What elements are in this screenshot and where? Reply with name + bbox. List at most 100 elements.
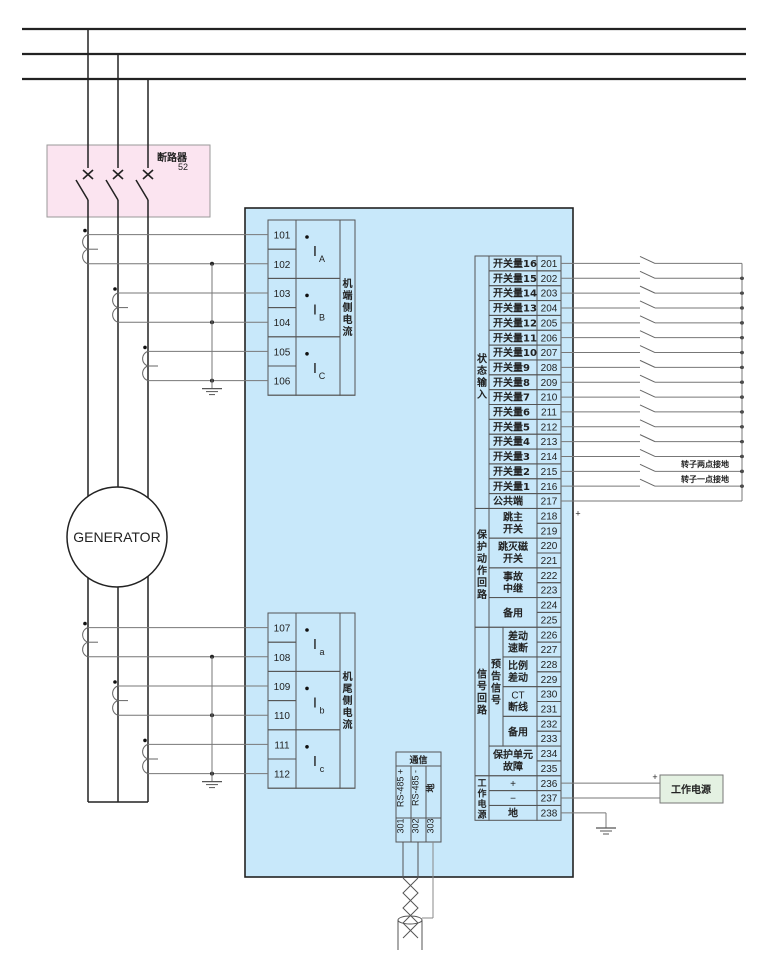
- terminal-number: 233: [541, 734, 558, 745]
- terminal-number: 219: [541, 526, 558, 537]
- phase-current-subscript: b: [319, 705, 324, 715]
- polarity-dot-icon: [83, 228, 87, 233]
- switch-contact-icon: [639, 270, 656, 279]
- polarity-dot-icon: [305, 352, 309, 356]
- switch-contact-icon: [639, 300, 656, 309]
- protection-title-char: 保: [476, 528, 488, 541]
- polarity-dot-icon: [305, 235, 309, 239]
- plus-mark: +: [575, 508, 580, 518]
- phase-current-symbol: I: [313, 636, 317, 653]
- protection-title-char: 动: [477, 552, 487, 565]
- terminal-number: 235: [541, 764, 558, 775]
- status-input-title-char: 输: [477, 376, 488, 389]
- terminal-number: 102: [274, 260, 291, 271]
- polarity-dot-icon: [305, 745, 309, 749]
- switch-contact-icon: [639, 285, 656, 294]
- phase-current-symbol: I: [313, 360, 317, 377]
- terminal-number: 101: [274, 231, 291, 242]
- neutral-end-ct-block-title-char: 电: [343, 706, 353, 719]
- switch-contact-icon: [639, 359, 656, 368]
- terminal-number: 223: [541, 586, 558, 597]
- phase-current-symbol: I: [313, 753, 317, 770]
- terminal-number: 227: [541, 645, 558, 656]
- bus-bars: [22, 27, 746, 81]
- signal-subtitle-char: 号: [491, 694, 501, 706]
- terminal-number: 217: [541, 497, 558, 508]
- polarity-dot-icon: [305, 293, 309, 298]
- ground-icon: [202, 388, 222, 396]
- power-supply-label: 工作电源: [671, 783, 711, 796]
- plus-mark: +: [652, 772, 657, 782]
- neutral-end-ct-block-title-char: 尾: [343, 683, 353, 695]
- terminal-number: 109: [274, 682, 291, 693]
- ct-coil-arc: [112, 292, 119, 323]
- terminal-number: 105: [274, 347, 291, 358]
- terminal-number: 234: [541, 749, 558, 760]
- status-input-label: 开关量14: [493, 287, 537, 300]
- terminal-number: 303: [426, 818, 436, 833]
- status-input-title-char: 入: [477, 389, 487, 401]
- polarity-dot-icon: [83, 621, 87, 626]
- switch-contact-icon: [639, 315, 656, 324]
- terminal-number: 209: [541, 378, 558, 389]
- protection-title-char: 作: [477, 564, 487, 577]
- status-input-label: 开关量4: [493, 435, 530, 448]
- status-input-title-char: 态: [477, 364, 487, 377]
- terminal-number: 231: [541, 705, 558, 716]
- status-input-label: 开关量2: [493, 465, 530, 478]
- switch-contact-icon: [639, 478, 656, 487]
- ct-coil-arc: [82, 627, 89, 658]
- terminal-number: 230: [541, 690, 558, 701]
- terminal-number: 213: [541, 437, 558, 448]
- signal-group-label: 断线: [508, 701, 528, 714]
- terminal-number: 214: [541, 452, 558, 463]
- switch-contact-icon: [639, 449, 656, 457]
- neutral-end-ct-block-title-char: 机: [343, 670, 353, 683]
- breaker-box: [46, 144, 211, 218]
- terminal-number: 220: [541, 541, 558, 552]
- protection-group-label: 事故: [503, 570, 524, 583]
- ct-coil-icon: [82, 228, 98, 265]
- terminal-number: 206: [541, 333, 558, 344]
- terminal-number: 207: [541, 348, 558, 359]
- terminal-number: 112: [274, 770, 290, 781]
- terminal-number: 211: [541, 408, 557, 419]
- terminal-number: 212: [541, 422, 558, 433]
- signal-group-label: CT: [511, 691, 524, 702]
- status-input-title-char: 状: [477, 352, 488, 365]
- switch-contact-icon: [639, 345, 656, 353]
- ct-coil-icon: [112, 287, 128, 323]
- signal-subtitle-char: 信: [491, 681, 501, 694]
- power-label: +: [510, 779, 516, 790]
- terminal-number: 237: [541, 794, 558, 805]
- protection-group-label: 跳灭磁: [498, 540, 528, 553]
- status-input-label: 开关量9: [493, 361, 530, 374]
- neutral-end-ct-block-title-cell: [339, 612, 356, 789]
- terminal-number: 238: [541, 808, 558, 819]
- terminal-number: 110: [274, 711, 290, 722]
- terminal-number: 232: [541, 719, 558, 730]
- terminal-number: 111: [274, 740, 290, 751]
- ct-coil-icon: [142, 738, 158, 775]
- ground-icon: [596, 827, 616, 835]
- status-input-label: 开关量1: [493, 480, 530, 493]
- terminal-number: 103: [274, 289, 291, 300]
- machine-end-ct-block-title-char: 电: [343, 313, 353, 326]
- polarity-dot-icon: [113, 680, 117, 684]
- power-label: −: [510, 794, 516, 805]
- status-input-label: 开关量16: [493, 257, 537, 270]
- polarity-dot-icon: [143, 738, 147, 743]
- machine-end-ct-block-title-char: 机: [343, 277, 353, 290]
- signal-subtitle-char: 预: [491, 658, 501, 670]
- phase-current-symbol: I: [313, 301, 317, 318]
- status-input-label: 公共端: [493, 495, 523, 508]
- machine-end-ct-block-title-char: 流: [343, 325, 353, 338]
- comm-title: 通信: [409, 754, 427, 766]
- machine-end-ct-block-title-char: 端: [343, 289, 353, 302]
- signal-title-char: 号: [477, 680, 487, 692]
- breaker-title: 断路器: [157, 151, 188, 164]
